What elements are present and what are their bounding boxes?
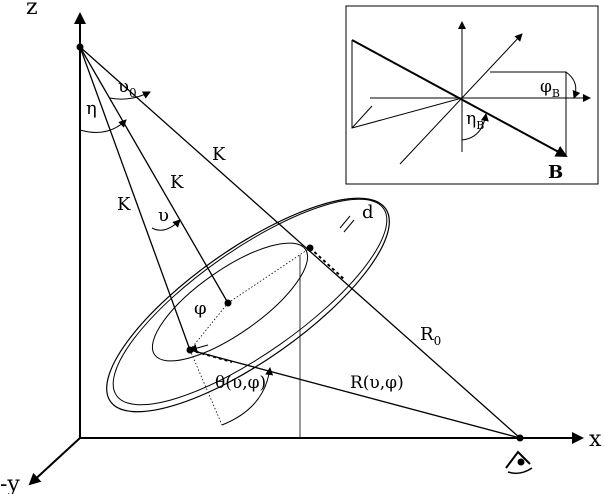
- inset-B-vector: [351, 39, 568, 157]
- dotted-center-to-edge: [189, 302, 229, 351]
- eta-arc: [79, 119, 127, 133]
- dashed-inner-segment: [189, 349, 233, 363]
- thickness-tick-1: [339, 215, 351, 229]
- label-d: d: [362, 202, 374, 223]
- angle-arcs: [79, 91, 274, 426]
- rays: [79, 46, 521, 439]
- disk-top-point: [306, 244, 314, 252]
- label-theta: θ(υ,φ): [215, 373, 266, 393]
- inset-label-phiB: φB: [540, 77, 560, 100]
- apex-point: [76, 43, 84, 51]
- y-axis: [28, 437, 81, 486]
- ray-K-center: [79, 46, 229, 304]
- label-upsilon0: υ0: [118, 76, 137, 100]
- inset-label-B: B: [548, 162, 563, 183]
- thickness-marker: [339, 215, 355, 233]
- inset-etaB-arc: [461, 113, 489, 141]
- y-axis-label: -y: [0, 472, 20, 494]
- ray-R-upsilon-phi: [189, 349, 521, 439]
- inset-left-projection-edge: [351, 105, 373, 129]
- dotted-center-to-top: [227, 247, 311, 304]
- observer-point: [516, 434, 524, 442]
- z-axis-label: z: [26, 0, 38, 20]
- label-K-center: K: [170, 172, 184, 193]
- label-K-inner: K: [117, 194, 131, 215]
- eye-icon: [505, 450, 533, 475]
- construction-lines: [189, 247, 311, 438]
- ray-K-inner: [79, 46, 191, 351]
- label-R-upsilon-phi: R(υ,φ): [350, 373, 404, 393]
- inset-panel: φB ηB B: [345, 5, 599, 185]
- disk-center-point: [224, 299, 232, 307]
- phi-pointer: [189, 344, 209, 352]
- inset-phiB-arc: [565, 71, 581, 99]
- label-K-outer: K: [212, 144, 226, 165]
- inset-label-etaB: ηB: [466, 109, 484, 132]
- label-R0: R0: [420, 324, 441, 348]
- disk-outer-ellipse: [106, 197, 390, 413]
- ray-K-outer: [79, 46, 521, 439]
- inset-frame: [345, 5, 599, 185]
- label-upsilon: υ: [158, 205, 169, 226]
- label-eta: η: [86, 98, 97, 119]
- dashed-outer-segment: [309, 247, 346, 281]
- theta-arc: [221, 367, 274, 426]
- upsilon-arc: [151, 219, 181, 231]
- thickness-tick-2: [343, 219, 355, 233]
- dotted-normal: [189, 349, 223, 426]
- upsilon0-arc: [109, 91, 151, 100]
- disk-edge-ellipse: [112, 198, 388, 406]
- label-phi: φ: [194, 298, 207, 319]
- coordinate-axes: [28, 12, 584, 486]
- x-axis-label: x: [589, 427, 602, 452]
